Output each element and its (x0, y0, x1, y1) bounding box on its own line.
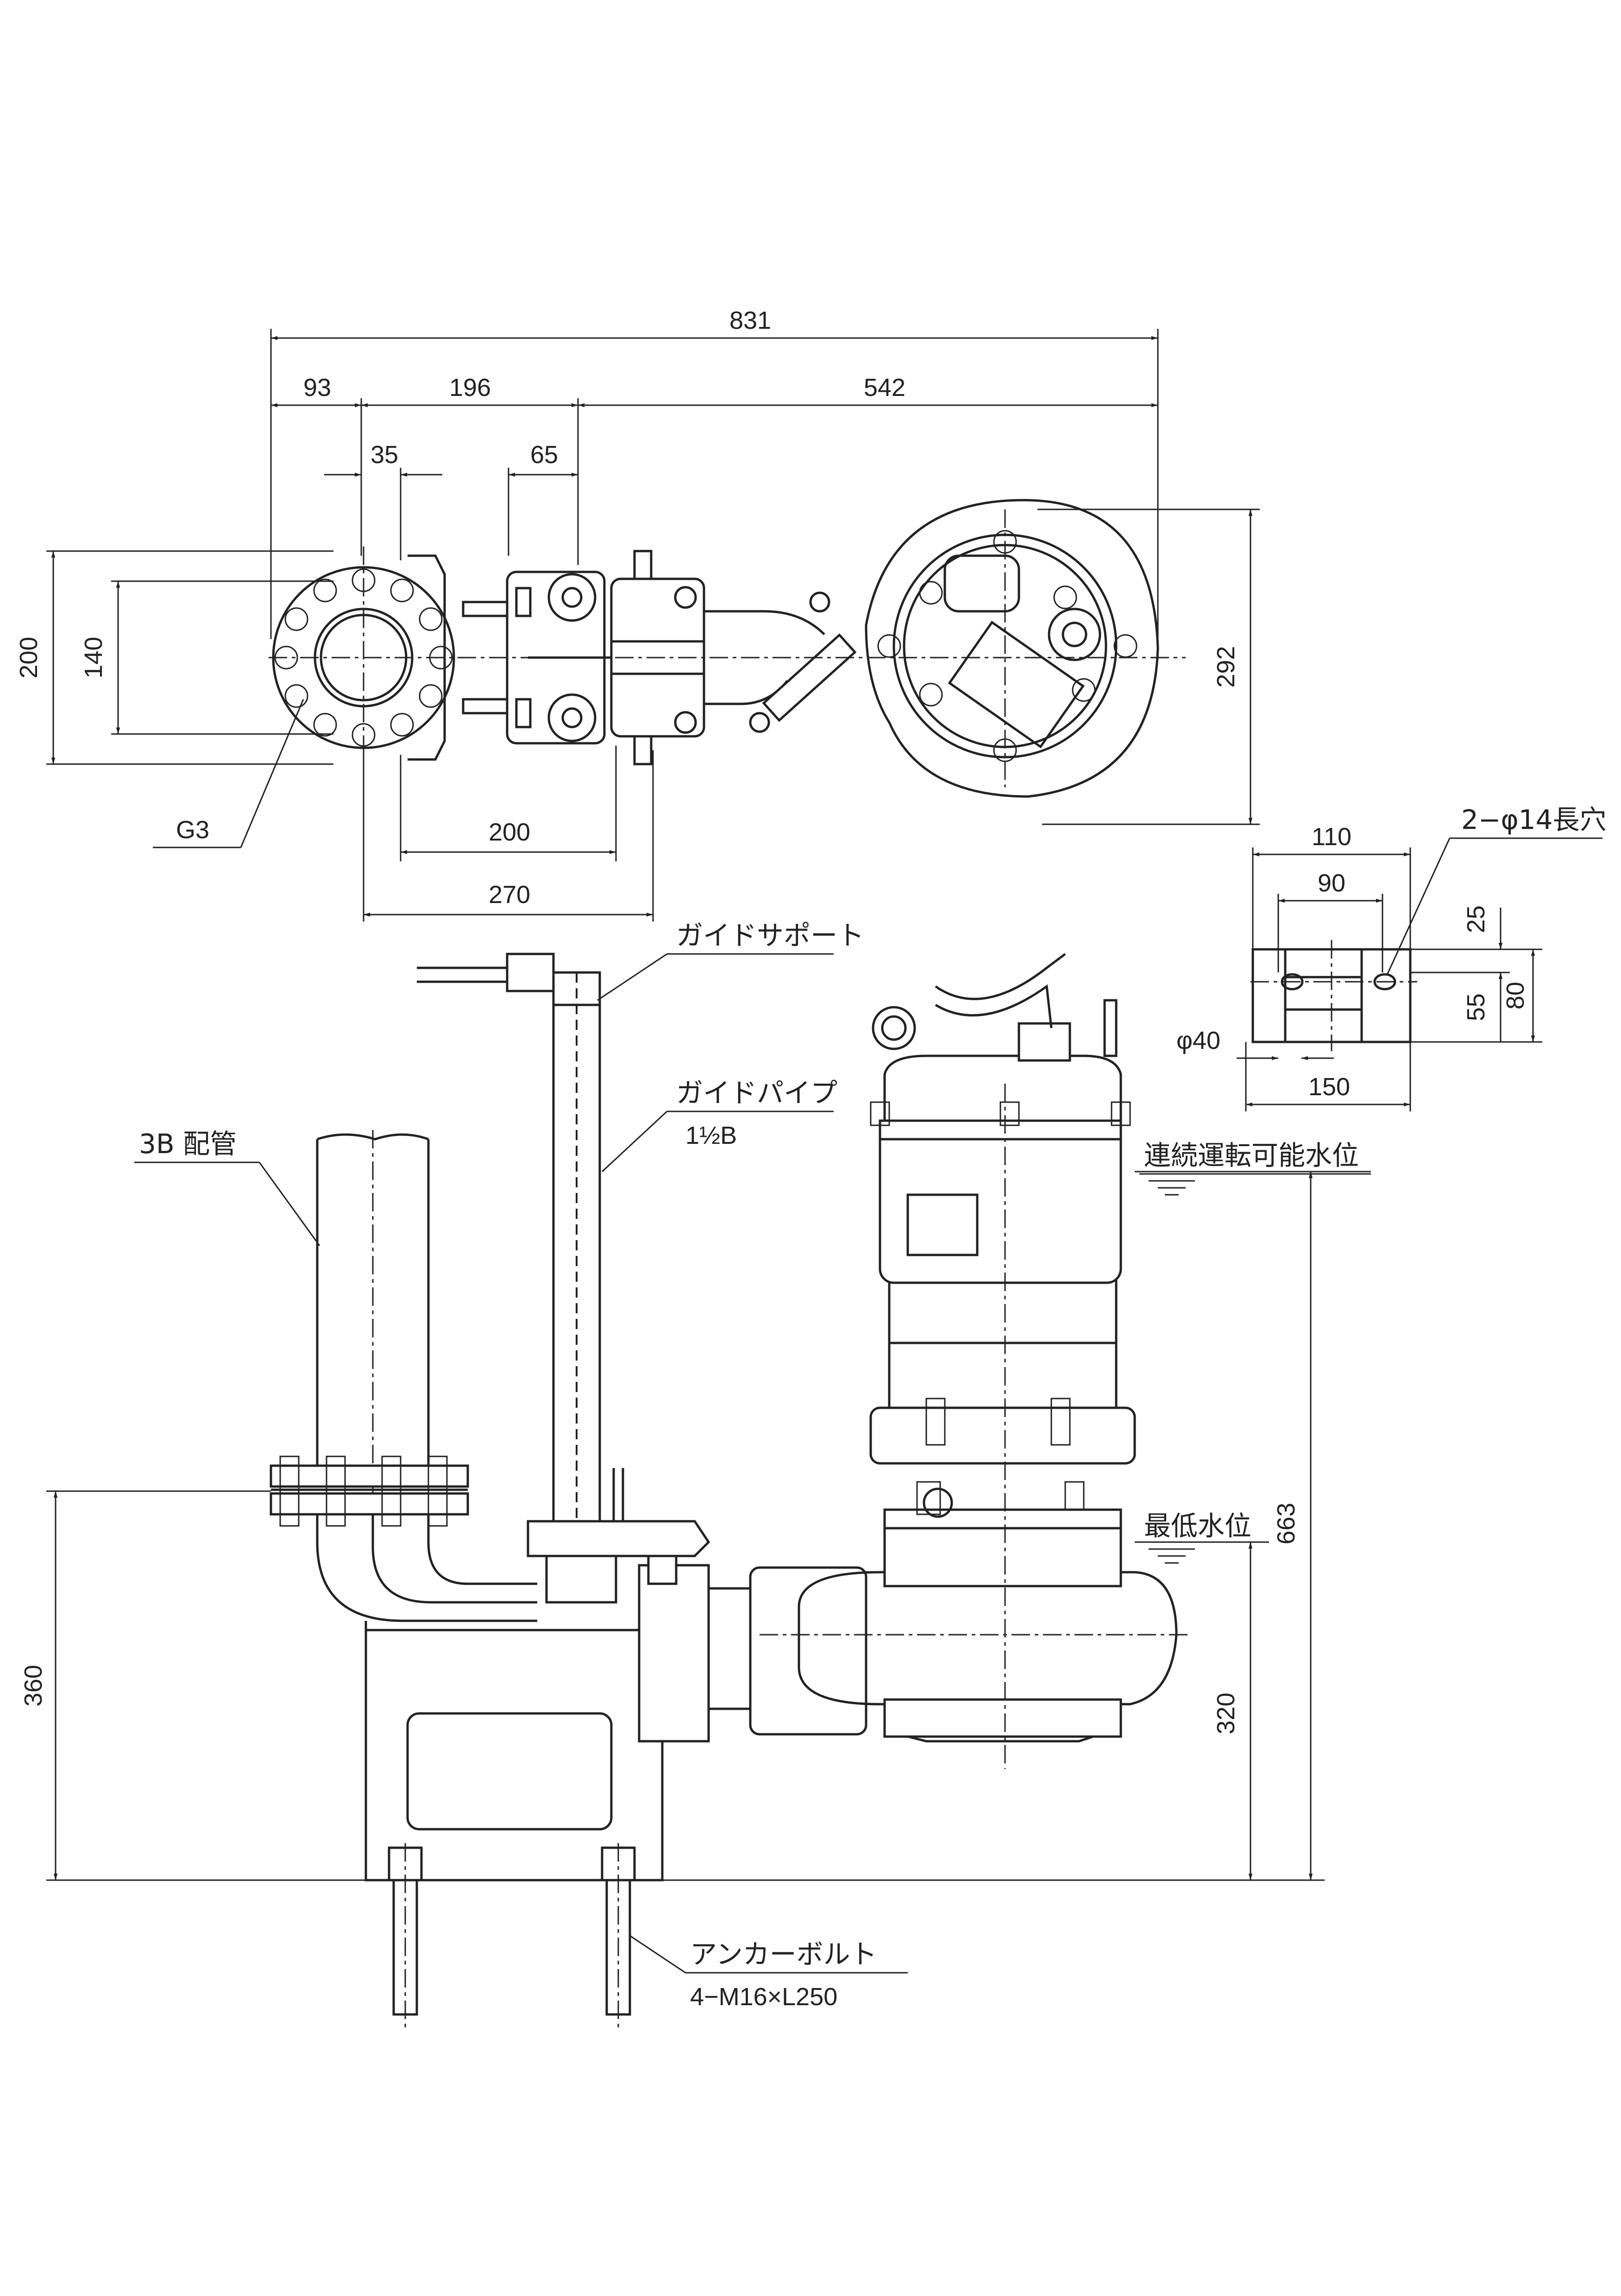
dim-guide-offset: 65 (530, 441, 558, 469)
label-low-level: 最低水位 (1144, 1510, 1251, 1542)
dim-bolt-pitch: 140 (80, 637, 107, 678)
dim-flange-offset: 93 (303, 374, 331, 401)
dim-support-base: 150 (1308, 1073, 1350, 1101)
label-anchor-bolt: アンカーボルト (690, 1938, 877, 1970)
label-anchor-bolt-spec: 4−M16×L250 (690, 1983, 837, 2011)
label-guide-support: ガイドサポート (676, 920, 864, 951)
dim-flange-height: 200 (15, 637, 43, 678)
dim-pipe-height: 360 (19, 1665, 47, 1706)
dim-continuous-level-height: 663 (1272, 1503, 1300, 1544)
label-guide-pipe: ガイドパイプ (676, 1077, 837, 1109)
dim-support-pitch: 90 (1318, 869, 1345, 897)
dim-support-height: 80 (1502, 982, 1529, 1010)
guide-support-detail: 110 90 150 φ40 25 55 80 2−φ14長穴 (1176, 804, 1607, 1111)
label-guide-pipe-size: 1½B (685, 1122, 737, 1149)
dim-support-slot-offset: 25 (1462, 905, 1490, 933)
dim-support-width: 110 (1312, 823, 1351, 851)
plan-dimensions: 831 93 196 542 35 65 200 270 200 140 292… (15, 307, 1260, 922)
dim-pump-width: 292 (1212, 646, 1240, 688)
dim-guide-span: 196 (449, 374, 491, 401)
dim-bolt-offset: 35 (371, 441, 398, 469)
plan-view (269, 499, 1186, 798)
label-slot-spec: 2−φ14長穴 (1461, 804, 1607, 835)
dim-pump-span: 542 (864, 374, 905, 401)
dim-support-slot-height: 55 (1462, 993, 1490, 1021)
dim-base-outer: 270 (489, 881, 530, 909)
label-continuous-level: 連続運転可能水位 (1144, 1140, 1359, 1171)
dim-base-inner: 200 (489, 818, 530, 846)
label-discharge-pipe: 3B 配管 (139, 1128, 237, 1160)
dim-support-hole: φ40 (1176, 1027, 1220, 1054)
label-pipe-thread: G3 (176, 816, 209, 844)
front-elevation (270, 953, 1190, 2028)
dim-overall-length: 831 (729, 307, 771, 334)
elevation-dimensions: 360 320 663 連続運転可能水位 最低水位 ガイドサポート ガイドパイプ… (19, 920, 1371, 2011)
dim-low-level-height: 320 (1212, 1693, 1240, 1734)
